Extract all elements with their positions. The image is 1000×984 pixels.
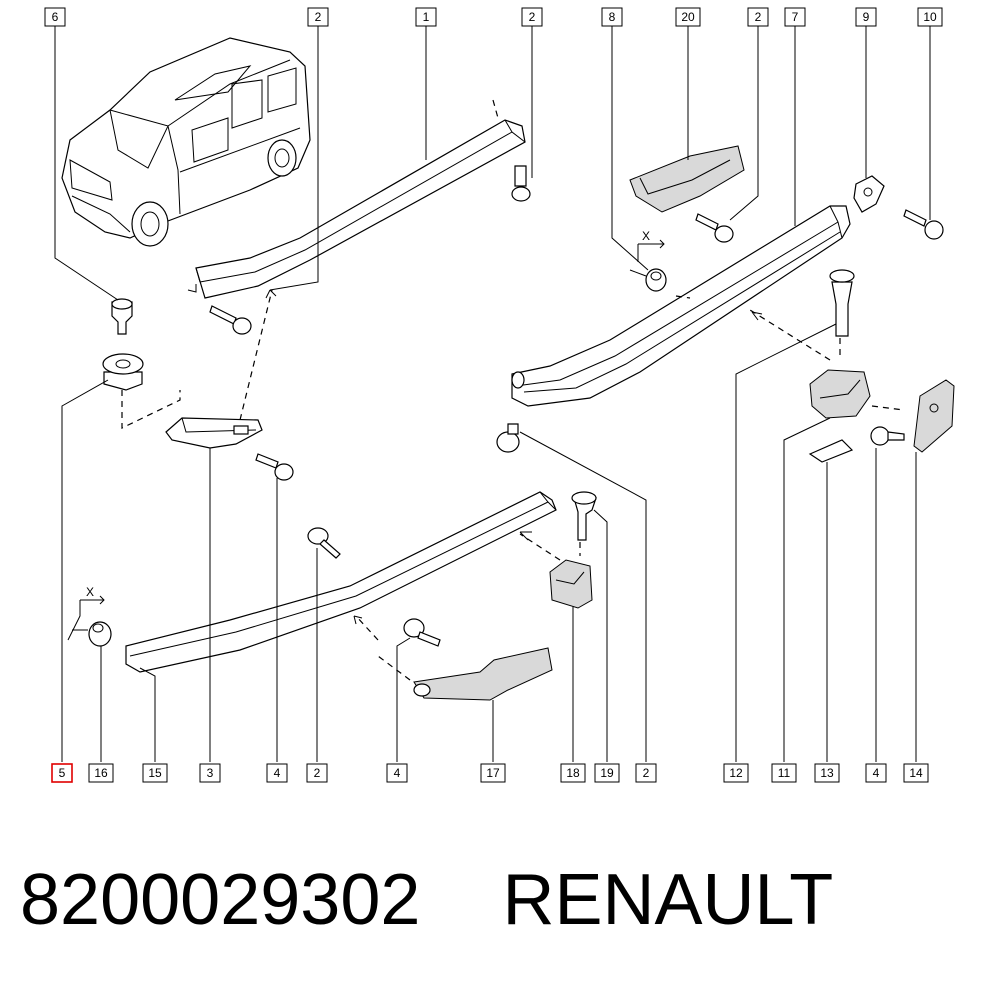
callout-box[interactable]: 2 bbox=[635, 763, 657, 783]
screw-4a bbox=[255, 453, 294, 481]
clip-9 bbox=[853, 175, 885, 213]
callout-number: 16 bbox=[94, 766, 108, 780]
callout-number: 7 bbox=[792, 10, 799, 24]
axis-label-lower: X bbox=[86, 585, 94, 599]
rail-lower bbox=[125, 491, 557, 673]
clip-13 bbox=[808, 439, 854, 463]
part-caption: 8200029302 RENAULT bbox=[20, 860, 980, 950]
assembly-guides bbox=[121, 289, 905, 681]
callout-number: 4 bbox=[394, 766, 401, 780]
callout-number: 18 bbox=[566, 766, 580, 780]
pin-12 bbox=[829, 269, 855, 337]
callout-box[interactable]: 14 bbox=[903, 763, 929, 783]
callout-number: 20 bbox=[681, 10, 695, 24]
callout-box[interactable]: 18 bbox=[560, 763, 586, 783]
nut-8 bbox=[629, 268, 667, 292]
callout-number: 8 bbox=[609, 10, 616, 24]
screw-2e bbox=[307, 527, 341, 559]
bracket-20 bbox=[629, 145, 745, 213]
roof-rail-upper-right bbox=[511, 205, 851, 407]
callout-number: 15 bbox=[148, 766, 162, 780]
roller-18 bbox=[549, 559, 593, 609]
vehicle-illustration bbox=[61, 37, 311, 247]
callout-box[interactable]: 15 bbox=[142, 763, 168, 783]
part-number: 8200029302 bbox=[20, 860, 421, 940]
callout-box[interactable]: 2 bbox=[306, 763, 328, 783]
screw-2d bbox=[496, 423, 520, 453]
callout-box[interactable]: 9 bbox=[855, 7, 877, 27]
callout-box[interactable]: 1 bbox=[415, 7, 437, 27]
screw-2c bbox=[695, 213, 734, 243]
screw-10 bbox=[903, 209, 944, 240]
screw-2b bbox=[511, 165, 531, 202]
fasteners-and-brackets bbox=[72, 145, 955, 701]
callout-number: 10 bbox=[923, 10, 937, 24]
bracket-17 bbox=[413, 647, 553, 701]
bracket-3 bbox=[165, 417, 263, 449]
callout-number: 9 bbox=[863, 10, 870, 24]
callout-box[interactable]: 4 bbox=[266, 763, 288, 783]
callout-number: 3 bbox=[207, 766, 214, 780]
callout-number: 17 bbox=[486, 766, 500, 780]
callout-number: 19 bbox=[600, 766, 614, 780]
brand-name: RENAULT bbox=[502, 860, 834, 940]
nut-16 bbox=[72, 621, 112, 647]
callout-number: 11 bbox=[778, 766, 791, 780]
roller-11 bbox=[809, 369, 871, 419]
callout-box[interactable]: 2 bbox=[307, 7, 329, 27]
axis-mark-upper: X bbox=[637, 229, 665, 262]
callout-number: 2 bbox=[315, 10, 322, 24]
callout-number: 14 bbox=[909, 766, 923, 780]
callout-number: 13 bbox=[820, 766, 834, 780]
callout-box[interactable]: 20 bbox=[675, 7, 701, 27]
callout-box[interactable]: 7 bbox=[784, 7, 806, 27]
spacer-5 bbox=[102, 353, 144, 391]
exploded-parts-diagram: X X 6 2 1 2 8 20 2 7 9 10 5 16 15 3 4 2 … bbox=[44, 7, 955, 783]
callout-box[interactable]: 16 bbox=[88, 763, 114, 783]
callout-box[interactable]: 2 bbox=[747, 7, 769, 27]
plate-14 bbox=[913, 379, 955, 453]
callout-box[interactable]: 12 bbox=[723, 763, 749, 783]
callout-box-highlighted[interactable]: 5 bbox=[51, 763, 73, 783]
callout-number: 2 bbox=[643, 766, 650, 780]
callout-number: 2 bbox=[314, 766, 321, 780]
callout-box[interactable]: 4 bbox=[386, 763, 408, 783]
axis-label-upper: X bbox=[642, 229, 650, 243]
callout-box[interactable]: 8 bbox=[601, 7, 623, 27]
callout-number: 2 bbox=[755, 10, 762, 24]
screw-2a bbox=[209, 305, 252, 335]
callout-box[interactable]: 10 bbox=[917, 7, 943, 27]
callout-number: 12 bbox=[729, 766, 743, 780]
callout-box[interactable]: 3 bbox=[199, 763, 221, 783]
screw-4c bbox=[403, 618, 441, 647]
callout-box[interactable]: 11 bbox=[771, 763, 797, 783]
callout-number: 4 bbox=[873, 766, 880, 780]
callouts-bottom-row: 5 16 15 3 4 2 4 17 18 19 2 12 11 13 4 14 bbox=[51, 763, 929, 783]
leader-lines bbox=[54, 26, 931, 762]
callout-box[interactable]: 2 bbox=[521, 7, 543, 27]
callout-box[interactable]: 4 bbox=[865, 763, 887, 783]
stud-6 bbox=[111, 298, 133, 335]
callout-box[interactable]: 19 bbox=[594, 763, 620, 783]
axis-mark-lower: X bbox=[67, 585, 105, 641]
callout-box[interactable]: 6 bbox=[44, 7, 66, 27]
roof-rail-upper-left bbox=[187, 99, 526, 299]
callout-box[interactable]: 13 bbox=[814, 763, 840, 783]
callout-box[interactable]: 17 bbox=[480, 763, 506, 783]
pin-19 bbox=[571, 491, 597, 541]
callout-number: 1 bbox=[423, 10, 430, 24]
bolt-4b bbox=[870, 426, 905, 446]
callout-number: 2 bbox=[529, 10, 536, 24]
callouts-top-row: 6 2 1 2 8 20 2 7 9 10 bbox=[44, 7, 943, 27]
callout-number: 6 bbox=[52, 10, 59, 24]
callout-number: 4 bbox=[274, 766, 281, 780]
callout-number: 5 bbox=[59, 766, 66, 780]
